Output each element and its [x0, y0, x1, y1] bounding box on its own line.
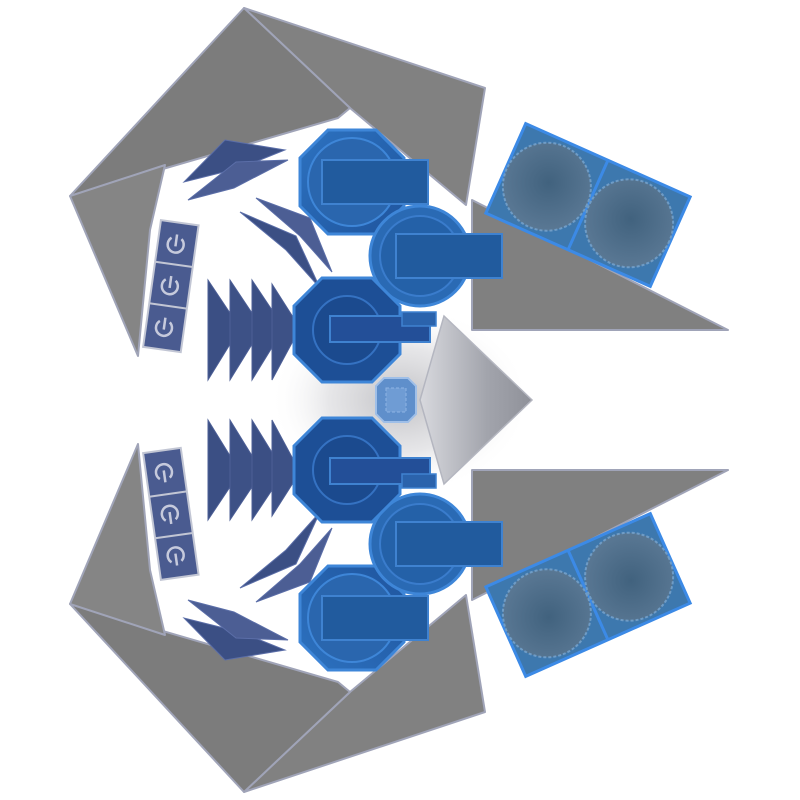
- core-module: [375, 377, 417, 423]
- armor-fin: [182, 139, 287, 183]
- turret: [368, 204, 503, 308]
- armor-fin: [187, 159, 289, 201]
- armor-fin: [255, 197, 333, 273]
- cannon-pod: [483, 121, 693, 289]
- hull-plate-wing: [69, 7, 351, 197]
- nose-cone: [419, 314, 534, 486]
- hull-plate-flank: [69, 164, 166, 357]
- ship-half-bottom: [68, 416, 730, 794]
- power-icon: [166, 234, 185, 254]
- turret: [292, 276, 437, 384]
- power-icon: [154, 317, 174, 338]
- turret: [298, 128, 429, 236]
- power-icon: [160, 275, 180, 296]
- fin-stack: [207, 278, 301, 382]
- power-panel: [141, 218, 200, 354]
- ship-half-top: [69, 7, 729, 384]
